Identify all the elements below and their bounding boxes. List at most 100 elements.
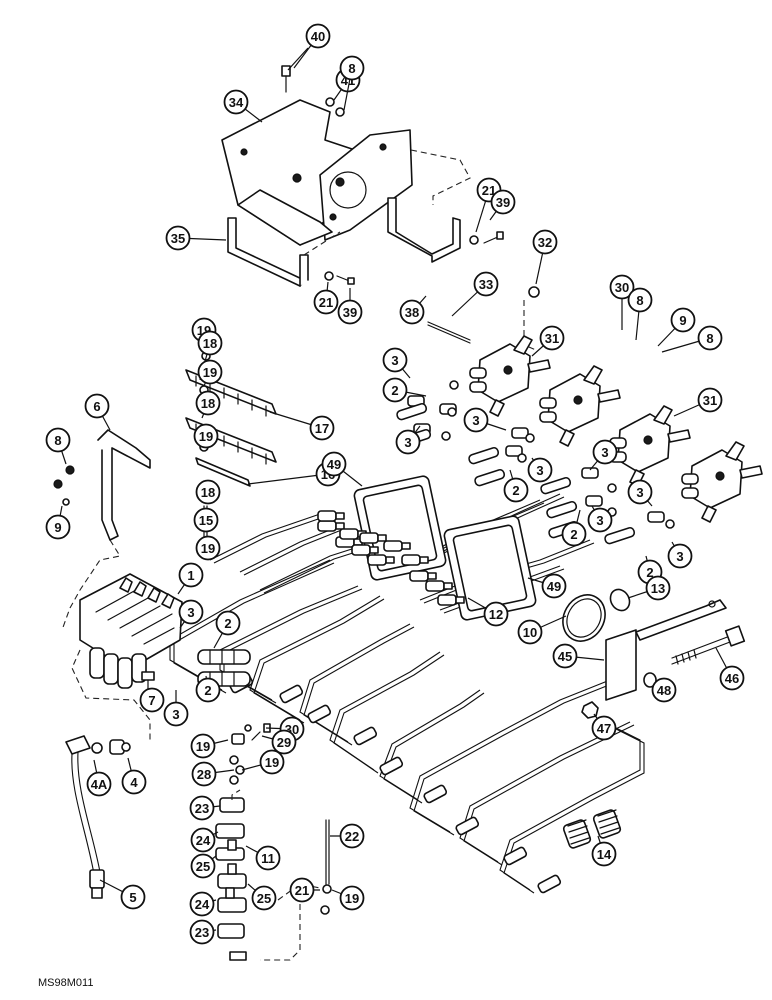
callout-number: 18 [203, 336, 217, 351]
callout-19: 19 [195, 535, 221, 561]
bulkhead-nut [369, 546, 379, 554]
o-ring-3 [441, 431, 451, 441]
bracket-35 [227, 217, 341, 287]
callout-4: 4 [121, 757, 147, 795]
callout-number: 5 [129, 890, 136, 905]
callout-number: 47 [597, 721, 611, 736]
tube-line-inner [413, 682, 615, 836]
callout-number: 8 [706, 331, 713, 346]
callout-3: 3 [627, 479, 653, 507]
tube-line-inner [383, 692, 485, 804]
bulkhead-nut [419, 556, 429, 564]
callout-number: 19 [196, 739, 210, 754]
bulkhead-nut [455, 596, 465, 604]
callout-number: 14 [597, 847, 612, 862]
callout-13: 13 [627, 575, 671, 601]
callout-39: 39 [337, 288, 363, 325]
callout-24: 24 [190, 827, 219, 853]
callout-number: 2 [646, 565, 653, 580]
callout-8: 8 [661, 325, 723, 353]
bolt-39-a [336, 275, 355, 285]
callout-23: 23 [189, 795, 221, 821]
adapter-pipe [468, 446, 500, 465]
callout-2: 2 [561, 509, 587, 547]
bulkhead-nut [443, 582, 453, 590]
callout-number: 18 [201, 396, 215, 411]
callout-number: 19 [265, 755, 279, 770]
washer-48 [643, 672, 657, 688]
hose-end-fitting [423, 784, 448, 804]
callout-23: 23 [189, 919, 217, 945]
tube-line-inner [303, 626, 415, 746]
bolt-40 [281, 47, 309, 93]
callout-number: 3 [601, 445, 608, 460]
callout-6: 6 [84, 393, 111, 431]
callout-number: 24 [196, 833, 211, 848]
control-valve-31 [609, 405, 691, 487]
tube-line-inner [243, 528, 345, 576]
callout-number: 7 [148, 693, 155, 708]
callout-number: 28 [197, 767, 211, 782]
callout-7: 7 [139, 687, 165, 713]
callout-number: 4A [91, 777, 108, 792]
control-valve-31 [539, 365, 621, 447]
callout-25: 25 [190, 853, 217, 879]
callout-number: 46 [725, 671, 739, 686]
callout-19: 19 [331, 885, 365, 911]
callout-number: 29 [277, 735, 291, 750]
callout-17: 17 [269, 411, 335, 441]
callout-10: 10 [517, 615, 567, 645]
bulkhead-fitting [409, 570, 429, 582]
callout-25: 25 [247, 883, 277, 911]
bulkhead-nut [385, 556, 395, 564]
callout-number: 19 [345, 891, 359, 906]
callout-22: 22 [330, 823, 365, 849]
bolt-39-b [483, 231, 504, 244]
bulkhead-fitting [351, 544, 371, 556]
callout-number: 34 [229, 95, 244, 110]
bulkhead-nut [335, 522, 345, 530]
washer-21-a [324, 271, 334, 281]
hose-end-fitting [503, 846, 528, 866]
callout-number: 19 [199, 429, 213, 444]
callout-2: 2 [195, 675, 221, 703]
callout-number: 39 [343, 305, 357, 320]
callout-14: 14 [591, 835, 617, 867]
callout-number: 21 [319, 295, 333, 310]
bulkhead-fitting [339, 528, 359, 540]
callout-2: 2 [382, 377, 427, 403]
o-ring-3 [517, 453, 527, 463]
callout-number: 3 [536, 463, 543, 478]
callout-8: 8 [627, 287, 653, 341]
washer-41 [325, 97, 345, 117]
bulkhead-nut [401, 542, 411, 550]
callout-number: 2 [512, 483, 519, 498]
callout-19: 19 [190, 733, 229, 759]
figure-reference-code: MS98M011 [38, 977, 93, 989]
callout-45: 45 [552, 643, 605, 669]
callout-3: 3 [463, 407, 507, 433]
callout-1: 1 [177, 562, 204, 595]
grommet-49-b [443, 515, 537, 621]
callout-8: 8 [339, 55, 365, 111]
callout-number: 13 [651, 581, 665, 596]
callout-number: 8 [348, 61, 355, 76]
callout-number: 38 [405, 305, 419, 320]
callout-9: 9 [45, 505, 71, 540]
callout-number: 19 [203, 365, 217, 380]
mounting-plate-34 [221, 99, 471, 246]
callout-number: 15 [199, 513, 213, 528]
tube-line-inner [213, 516, 325, 564]
tube-line [329, 651, 441, 771]
callout-3: 3 [382, 347, 411, 379]
bulkhead-fitting [317, 510, 337, 522]
callout-number: 48 [657, 683, 671, 698]
callout-number: 3 [391, 353, 398, 368]
callout-30: 30 [609, 274, 635, 330]
callout-number: 3 [676, 549, 683, 564]
bulkhead-nut [377, 534, 387, 542]
ring-13 [609, 588, 631, 612]
